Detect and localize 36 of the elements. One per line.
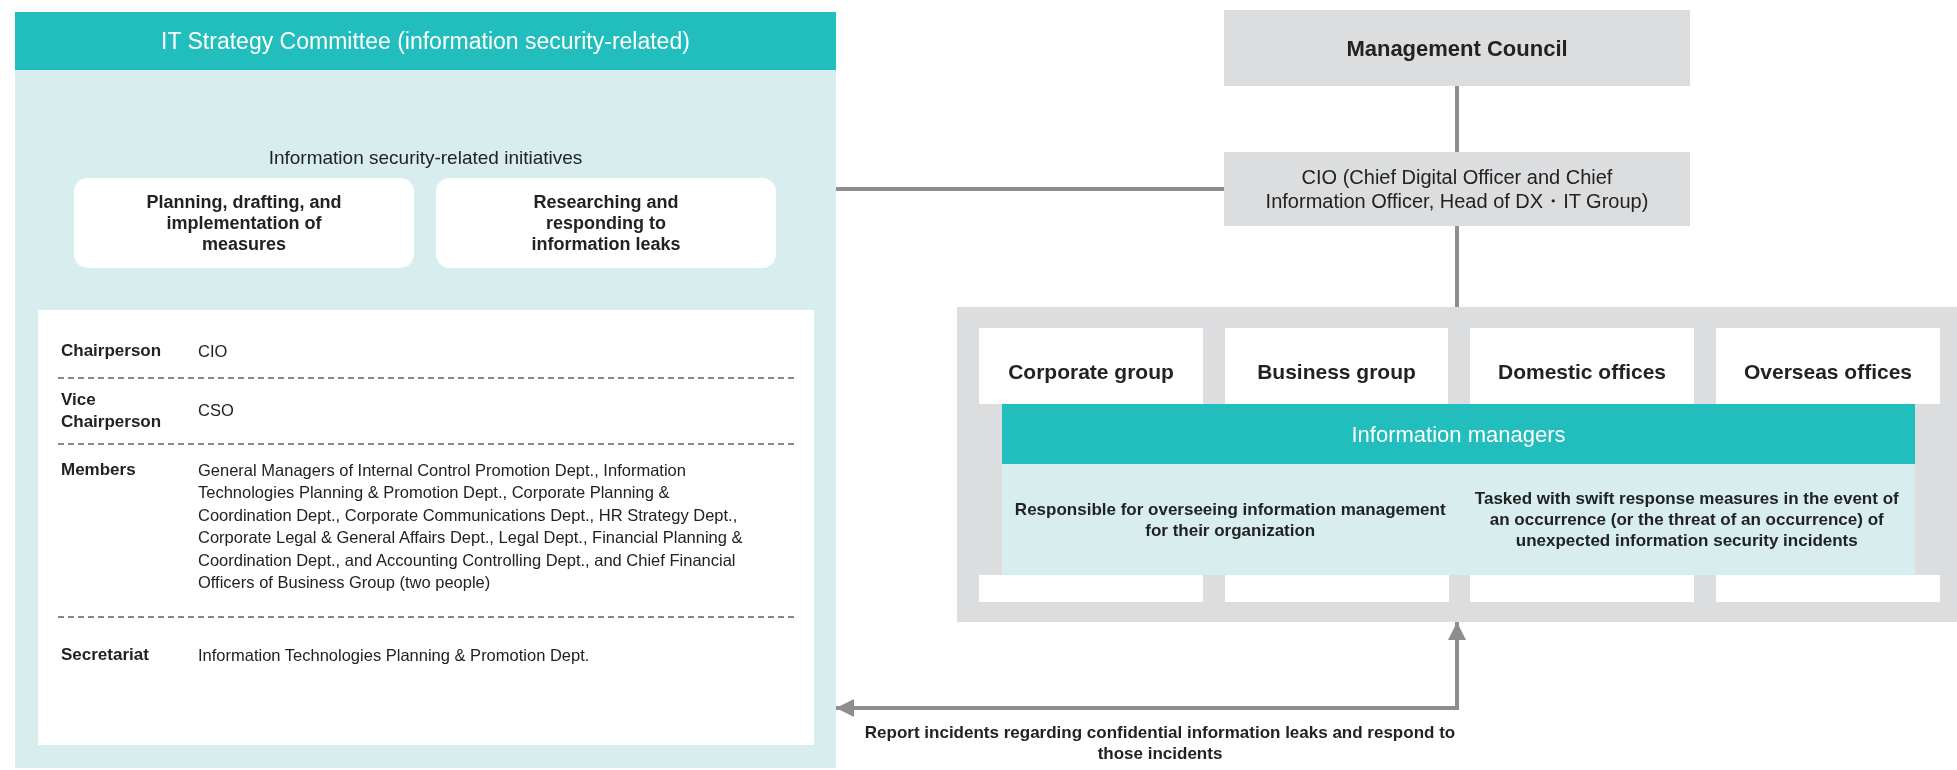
role-label: Chairperson — [60, 340, 163, 363]
member-text: CIO — [198, 341, 229, 362]
box-title: CIO (Chief Digital Officer and Chief Information Officer, Head of DX・IT Group) — [1264, 165, 1650, 213]
connector-line — [1455, 226, 1459, 307]
member-text: CSO — [198, 400, 235, 422]
card-text: Researching and responding to information leaks — [530, 191, 682, 255]
member-table — [38, 310, 814, 745]
column-title: Corporate group — [1008, 359, 1174, 385]
role-label: Members — [60, 458, 137, 481]
column-title: Overseas offices — [1743, 359, 1913, 385]
org-box — [1224, 152, 1690, 226]
role-label: Vice Chairperson — [60, 388, 163, 433]
column-title: Domestic offices — [1497, 359, 1667, 385]
initiative-card — [74, 178, 414, 268]
member-text: Information Technologies Planning & Promotion Dept. — [198, 644, 591, 666]
section-heading: Information security-related initiatives — [267, 146, 584, 170]
org-column — [1225, 328, 1448, 404]
org-box — [1224, 10, 1690, 86]
org-column — [1716, 328, 1940, 404]
member-text: General Managers of Internal Control Promotion Dept., Information Technologies Planning & Promotion Dept., Corporate Planning & Coordination Dept., Corporate Communications Dept., HR Strategy Dept., Corporate Legal & General Affairs Dept., Legal Dept., Financial Planning & Coordination Dept., and Accounting Controlling Dept., and Chief Financial Officers of Business Group (two people) — [198, 459, 744, 593]
role-label: Secretariat — [60, 643, 150, 666]
connector-line — [836, 622, 1466, 717]
managers-band — [1002, 404, 1915, 575]
org-column — [1470, 328, 1694, 404]
box-title: Management Council — [1346, 34, 1568, 63]
committee-panel — [15, 12, 836, 768]
panel-header: IT Strategy Committee (information security-related) — [15, 12, 836, 70]
org-column — [979, 328, 1203, 404]
band-header: Information managers — [1002, 404, 1915, 464]
column-title: Business group — [1257, 359, 1416, 385]
connector-line — [1455, 86, 1459, 152]
description-text: Tasked with swift response measures in the event of an occurrence (or the threat of an occurrence) of unexpected information security incidents — [1473, 488, 1900, 551]
card-text: Planning, drafting, and implementation of measures — [145, 191, 343, 255]
initiative-card — [436, 178, 776, 268]
description-text: Responsible for overseeing information management for their organization — [1013, 498, 1447, 541]
connector-line — [836, 187, 1224, 191]
